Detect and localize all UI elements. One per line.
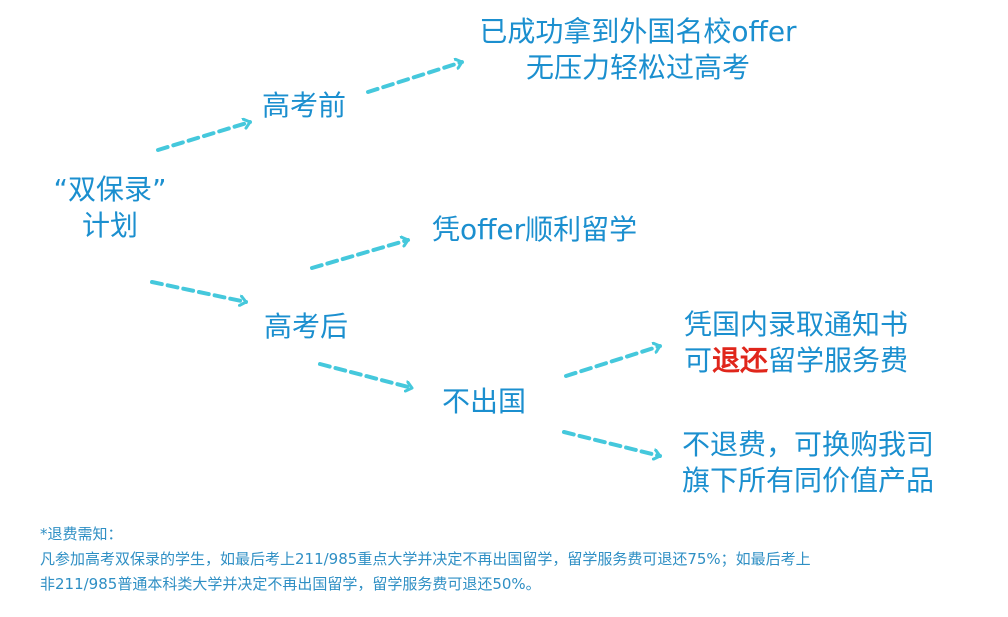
- before-outcome-node: 已成功拿到外国名校offer 无压力轻松过高考: [458, 14, 818, 86]
- refund-prefix: 可: [684, 344, 713, 377]
- refund-outcome-line1: 凭国内录取通知书: [684, 308, 909, 341]
- root-label-line2: 计划: [81, 209, 138, 242]
- not-abroad-node: 不出国: [442, 385, 527, 418]
- notes-title: *退费需知：: [40, 525, 123, 543]
- arrow-root-to-after: [150, 280, 248, 302]
- refund-outcome-line2: 可退还留学服务费: [684, 343, 908, 379]
- after-exam-node: 高考后: [264, 310, 349, 343]
- arrow-not-abroad-to-refund: [564, 346, 662, 378]
- arrow-before-to-outcome: [366, 62, 464, 94]
- study-abroad-node: 凭offer顺利留学: [432, 213, 638, 246]
- before-exam-node: 高考前: [262, 89, 347, 122]
- arrow-after-to-abroad: [310, 240, 410, 270]
- notes-line2: 非211/985普通本科类大学并决定不再出国留学，留学服务费可退还50%。: [40, 575, 541, 593]
- refund-notes: *退费需知： 凡参加高考双保录的学生，如最后考上211/985重点大学并决定不再…: [40, 522, 811, 597]
- arrow-root-to-before: [156, 122, 252, 152]
- notes-line1: 凡参加高考双保录的学生，如最后考上211/985重点大学并决定不再出国留学，留学…: [40, 550, 811, 568]
- arrow-after-to-not-abroad: [318, 362, 414, 388]
- before-outcome-line2: 无压力轻松过高考: [525, 51, 750, 84]
- root-label-line1: “双保录”: [53, 173, 167, 206]
- arrow-not-abroad-to-no-refund: [562, 430, 662, 456]
- no-refund-line2: 旗下所有同价值产品: [682, 464, 935, 497]
- refund-outcome-node: 凭国内录取通知书 可退还留学服务费: [684, 307, 908, 379]
- root-node: “双保录” 计划: [30, 172, 190, 244]
- before-outcome-line1: 已成功拿到外国名校offer: [479, 15, 797, 48]
- no-refund-line1: 不退费，可换购我司: [682, 428, 935, 461]
- refund-highlight: 退还: [712, 344, 769, 377]
- refund-suffix: 留学服务费: [768, 344, 909, 377]
- no-refund-outcome-node: 不退费，可换购我司 旗下所有同价值产品: [682, 427, 934, 499]
